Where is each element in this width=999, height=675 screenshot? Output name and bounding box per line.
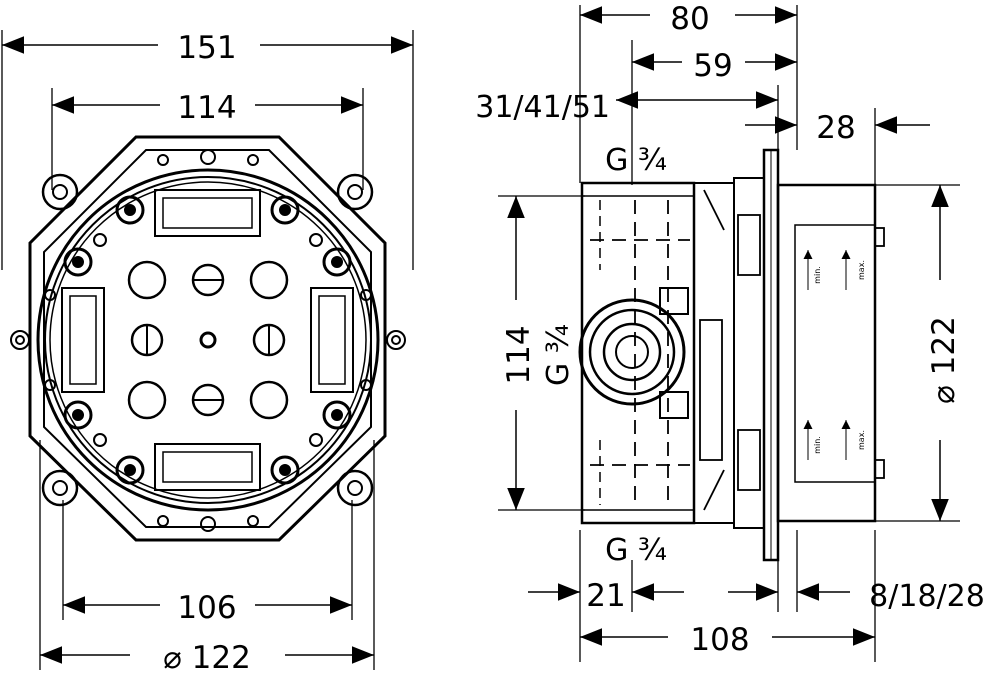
thread-label-bottom: G ¾	[605, 533, 667, 568]
dim-diameter-122-vertical-label: ⌀ 122	[926, 316, 962, 404]
dim-106-label: 106	[177, 590, 236, 626]
min-label-bottom-group: min.	[813, 436, 822, 454]
min-label-bottom: min.	[813, 436, 822, 454]
max-label-bottom-group: max.	[857, 430, 866, 450]
dim-59-label: 59	[693, 48, 732, 84]
side-view	[498, 5, 960, 662]
dim-diameter-122-label: ⌀ 122	[163, 640, 251, 675]
dim-21-label: 21	[586, 578, 625, 614]
dim-28-label: 28	[816, 110, 855, 146]
dim-80-label: 80	[670, 1, 709, 37]
dim-diameter-122-vertical: ⌀ 122	[926, 316, 962, 404]
max-label-top: max.	[857, 260, 866, 280]
thread-middle: G ¾	[541, 324, 576, 386]
dim-8-18-28-label: 8/18/28	[869, 579, 985, 614]
max-label-top-group: max.	[857, 260, 866, 280]
dim-114-vertical-label: 114	[501, 325, 537, 384]
dim-108-label: 108	[690, 622, 749, 658]
min-label-top-group: min.	[813, 266, 822, 284]
front-view	[1, 30, 414, 670]
dim-151-label: 151	[177, 30, 236, 66]
dim-114-label: 114	[177, 90, 236, 126]
thread-label-middle: G ¾	[541, 324, 576, 386]
dim-114-vertical: 114	[501, 325, 537, 384]
min-label-top: min.	[813, 266, 822, 284]
thread-label-top: G ¾	[605, 143, 667, 178]
max-label-bottom: max.	[857, 430, 866, 450]
dim-31-41-51-label: 31/41/51	[475, 90, 610, 125]
